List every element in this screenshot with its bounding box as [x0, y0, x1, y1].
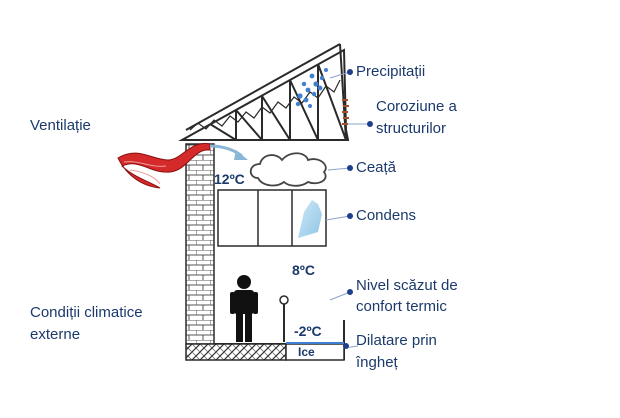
window [217, 189, 327, 247]
label-external-climate-2: externe [30, 326, 81, 343]
label-fog: Ceață [356, 159, 397, 176]
roof-truss [178, 43, 350, 141]
rain-drops [295, 68, 328, 108]
temp-middle: 8ºC [292, 262, 316, 278]
floor-slab [185, 343, 287, 361]
label-frost-1: Dilatare prin [356, 332, 437, 349]
callout-leaders [325, 71, 370, 349]
corrosion-marks [342, 99, 349, 125]
label-frost-2: îngheț [356, 354, 398, 371]
callout-dots [343, 69, 373, 349]
person-figure [230, 275, 258, 342]
label-low-comfort-2: confort termic [356, 298, 447, 315]
temp-lower: -2ºC [294, 323, 322, 339]
label-condensation: Condens [356, 207, 417, 224]
fog-cloud [249, 152, 327, 187]
thermometer-icon [279, 295, 289, 342]
label-precipitation: Precipitații [356, 63, 426, 80]
label-low-comfort-1: Nivel scăzut de [356, 277, 458, 294]
label-corrosion-2: structurilor [376, 120, 447, 137]
temp-upper: 12ºC [214, 171, 245, 187]
label-corrosion-1: Coroziune a [376, 98, 457, 115]
brick-wall [185, 143, 215, 345]
label-external-climate-1: Condiții climatice [30, 304, 143, 321]
ice-patch [285, 343, 345, 361]
label-ventilation: Ventilație [30, 117, 91, 134]
condensation-patch [298, 200, 322, 238]
ice-label: Ice [298, 345, 315, 359]
